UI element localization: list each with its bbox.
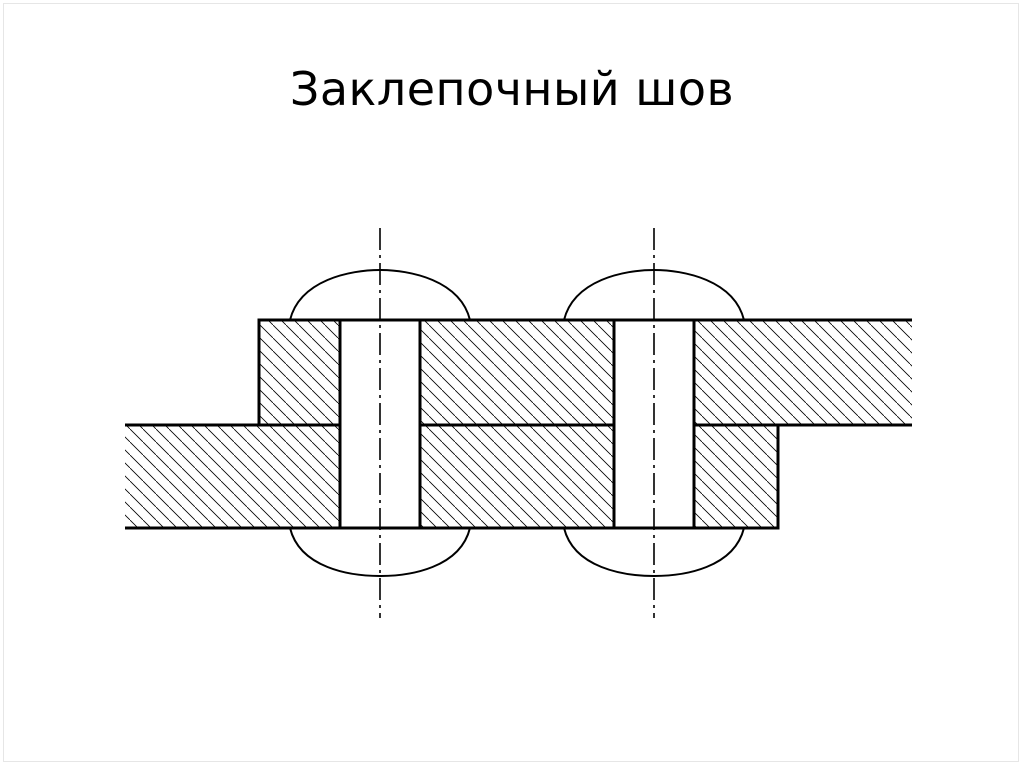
upper-plate xyxy=(259,320,912,425)
upper-plate-right-section xyxy=(694,320,912,425)
plate-outlines xyxy=(125,318,912,530)
slide-frame xyxy=(3,3,1019,762)
upper-plate-middle-section xyxy=(420,320,614,425)
center-lines xyxy=(379,228,655,618)
lower-plate-outline xyxy=(125,423,780,530)
lower-plate-left-section xyxy=(125,425,340,528)
slide-title: Заклепочный шов xyxy=(289,62,735,116)
lower-plate-middle-section xyxy=(420,425,614,528)
rivet-right-bottom-head xyxy=(563,527,745,578)
upper-plate-left-section xyxy=(259,320,340,425)
lower-plate xyxy=(125,425,778,528)
rivet-left-bottom-head xyxy=(289,527,471,578)
lower-plate-right-section xyxy=(694,425,778,528)
